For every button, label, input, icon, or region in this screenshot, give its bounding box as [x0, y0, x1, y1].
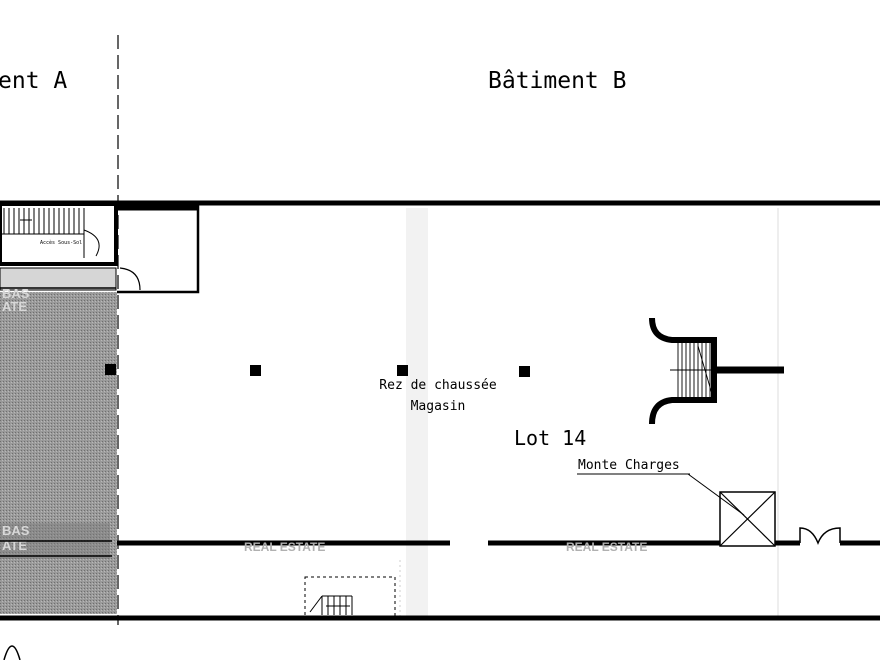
watermark-ate-top: ATE	[2, 299, 27, 314]
column	[519, 366, 530, 377]
column	[397, 365, 408, 376]
north-arrow-icon	[3, 645, 21, 660]
watermark-real-estate: REAL ESTATE	[566, 540, 647, 554]
watermark-bas-top: BAS	[2, 286, 30, 301]
use-label: Magasin	[411, 399, 466, 414]
watermark-real-estate: REAL ESTATE	[244, 540, 325, 554]
goods-lift-label: Monte Charges	[578, 458, 680, 473]
stair-a-steps	[0, 208, 85, 258]
building-a-title: ent A	[0, 68, 67, 94]
building-b-title: Bâtiment B	[488, 68, 626, 94]
small-stair-note: Accès Sous-Sol	[40, 239, 82, 246]
building-a-hatched-area	[0, 292, 117, 614]
main-stair	[649, 317, 784, 425]
floor-label: Rez de chaussée	[379, 378, 497, 393]
stair-a-arc	[83, 229, 100, 257]
column	[250, 365, 261, 376]
small-room-b	[117, 204, 200, 294]
lot-label: Lot 14	[514, 426, 586, 450]
watermark-bas-bottom: BAS	[2, 523, 30, 538]
stair-core-a	[0, 202, 118, 266]
column	[105, 364, 116, 375]
double-door	[799, 527, 841, 546]
goods-lift-leader	[687, 473, 745, 516]
scan-band	[406, 208, 428, 618]
strip-a	[0, 267, 117, 291]
door-swing-a	[119, 267, 141, 291]
goods-lift-cross	[719, 491, 776, 547]
goods-lift	[719, 491, 776, 547]
corridor-stair-steps	[309, 595, 353, 615]
corridor-stair-box	[304, 576, 396, 618]
